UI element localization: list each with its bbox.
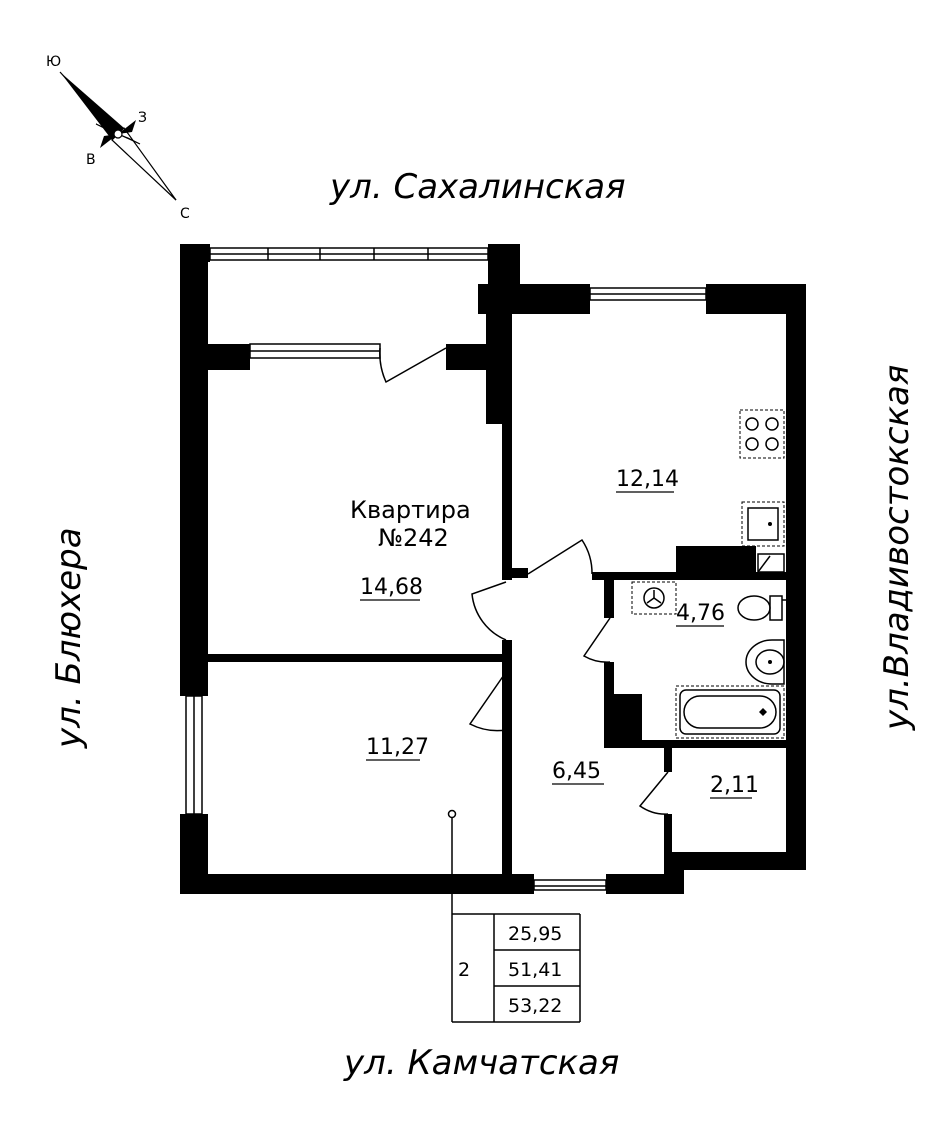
apartment-label: Квартира №242 bbox=[350, 496, 471, 552]
street-west: ул. Блюхера bbox=[49, 527, 89, 749]
fixtures bbox=[631, 409, 805, 797]
area-summary-table: 2 25,95 51,41 53,22 bbox=[447, 809, 581, 1023]
apartment-title: Квартира bbox=[350, 496, 471, 524]
doors bbox=[379, 347, 669, 815]
compass-east-label: В bbox=[86, 152, 96, 168]
total-area-with-balcony: 53,22 bbox=[508, 995, 562, 1017]
compass-south-label: Ю bbox=[46, 54, 61, 70]
compass-west-label: З bbox=[138, 110, 147, 126]
room-area-living: 14,68 bbox=[360, 575, 423, 600]
windows bbox=[185, 247, 707, 891]
street-north: ул. Сахалинская bbox=[329, 167, 626, 207]
total-area: 51,41 bbox=[508, 959, 562, 981]
kitchen-sink-icon bbox=[741, 501, 785, 547]
street-east: ул.Владивостокская bbox=[877, 365, 917, 731]
room-areas: 14,68 12,14 11,27 6,45 4,76 2,11 bbox=[360, 467, 759, 799]
street-south: ул. Камчатская bbox=[343, 1043, 619, 1083]
bathtub-icon bbox=[675, 685, 785, 739]
room-area-bathroom: 4,76 bbox=[676, 601, 725, 626]
living-area: 25,95 bbox=[508, 923, 562, 945]
interior-walls bbox=[180, 284, 806, 874]
room-area-closet: 2,11 bbox=[710, 773, 759, 798]
room-area-bedroom: 11,27 bbox=[366, 735, 429, 760]
room-area-kitchen: 12,14 bbox=[616, 467, 679, 492]
appliance-icon bbox=[757, 553, 785, 573]
compass-north-label: С bbox=[180, 206, 190, 222]
exterior-walls bbox=[180, 244, 806, 894]
apartment-number: №242 bbox=[378, 524, 449, 552]
room-area-hallway: 6,45 bbox=[552, 759, 601, 784]
stove-icon bbox=[739, 409, 785, 459]
toilet-icon bbox=[737, 595, 786, 621]
washing-machine-icon bbox=[631, 581, 677, 615]
rooms-count: 2 bbox=[458, 959, 470, 981]
compass-rose: Ю З В С bbox=[46, 54, 190, 222]
washbasin-icon bbox=[745, 639, 785, 685]
